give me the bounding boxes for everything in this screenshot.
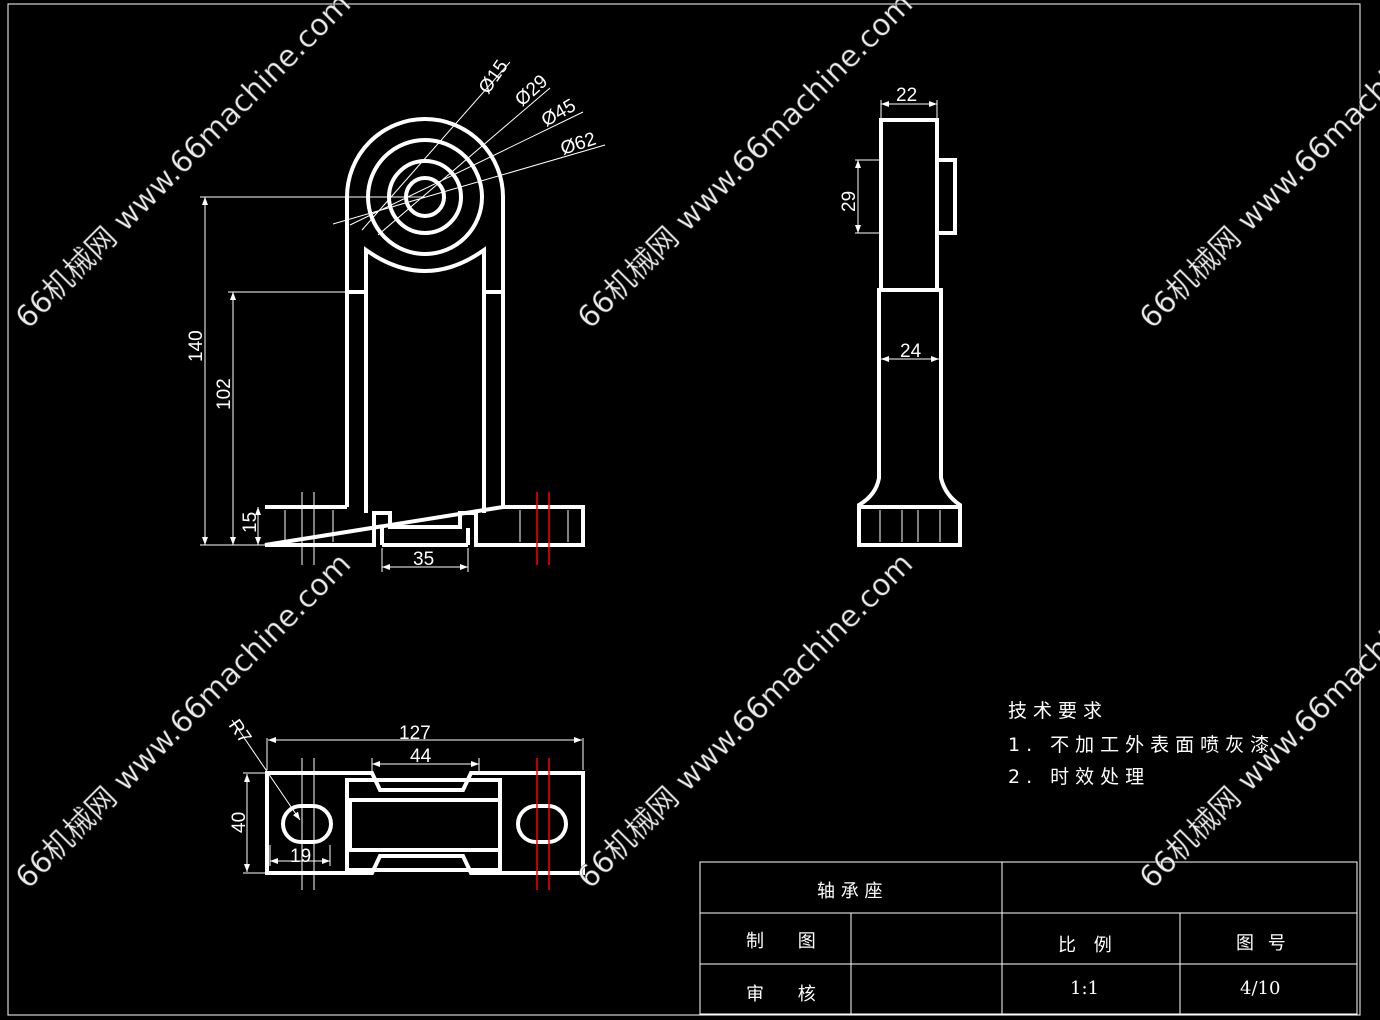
scale-value: 1:1	[1070, 978, 1099, 999]
dim-15: 15	[240, 512, 261, 533]
drawing-frame	[7, 3, 1361, 1016]
drawing-no-value: 4/10	[1240, 978, 1280, 999]
top-view: 127 44 40 19 R7	[224, 716, 585, 890]
drawing-no-label: 图 号	[1236, 933, 1290, 954]
dim-d29: Ø29	[511, 71, 552, 111]
tech-item-1: 1. 不加工外表面喷灰漆	[1008, 734, 1275, 756]
tech-requirements: 技术要求 1. 不加工外表面喷灰漆 2. 时效处理	[1008, 700, 1275, 788]
scale-label: 比 例	[1058, 935, 1118, 956]
dim-19: 19	[290, 846, 311, 867]
dim-40: 40	[229, 812, 250, 833]
dim-44: 44	[410, 746, 432, 767]
watermark: 66机械网 www.66machine.com	[1133, 546, 1380, 895]
side-view: 22 29 24	[839, 85, 962, 547]
watermarks: 66机械网 www.66machine.com 66机械网 www.66mach…	[9, 0, 1380, 896]
watermark: 66机械网 www.66machine.com	[1133, 0, 1380, 336]
dim-d45: Ø45	[538, 95, 580, 131]
dim-29: 29	[839, 191, 860, 212]
tech-title: 技术要求	[1008, 700, 1108, 722]
title-block: 轴 承 座 制 图 审 核 比 例 1:1 图 号 4/10	[699, 861, 1358, 1015]
dim-22: 22	[896, 85, 917, 106]
watermark: 66机械网 www.66machine.com	[9, 0, 358, 336]
dim-102: 102	[214, 378, 235, 410]
dim-d15: Ø15	[475, 56, 513, 97]
dim-d62: Ø62	[558, 129, 599, 160]
checked-label: 审 核	[746, 984, 830, 1005]
dim-r7: R7	[224, 716, 255, 748]
dim-35: 35	[413, 549, 434, 570]
dim-127: 127	[399, 723, 431, 744]
part-name: 轴 承 座	[817, 881, 882, 902]
front-view: Ø15 Ø29 Ø45 Ø62 140 102 15 35	[186, 56, 606, 572]
dim-24: 24	[900, 341, 922, 362]
tech-item-2: 2. 时效处理	[1008, 766, 1150, 788]
dim-140: 140	[186, 330, 207, 362]
watermark: 66机械网 www.66machine.com	[571, 0, 920, 336]
drawn-label: 制 图	[746, 931, 830, 952]
watermark: 66机械网 www.66machine.com	[571, 546, 920, 895]
